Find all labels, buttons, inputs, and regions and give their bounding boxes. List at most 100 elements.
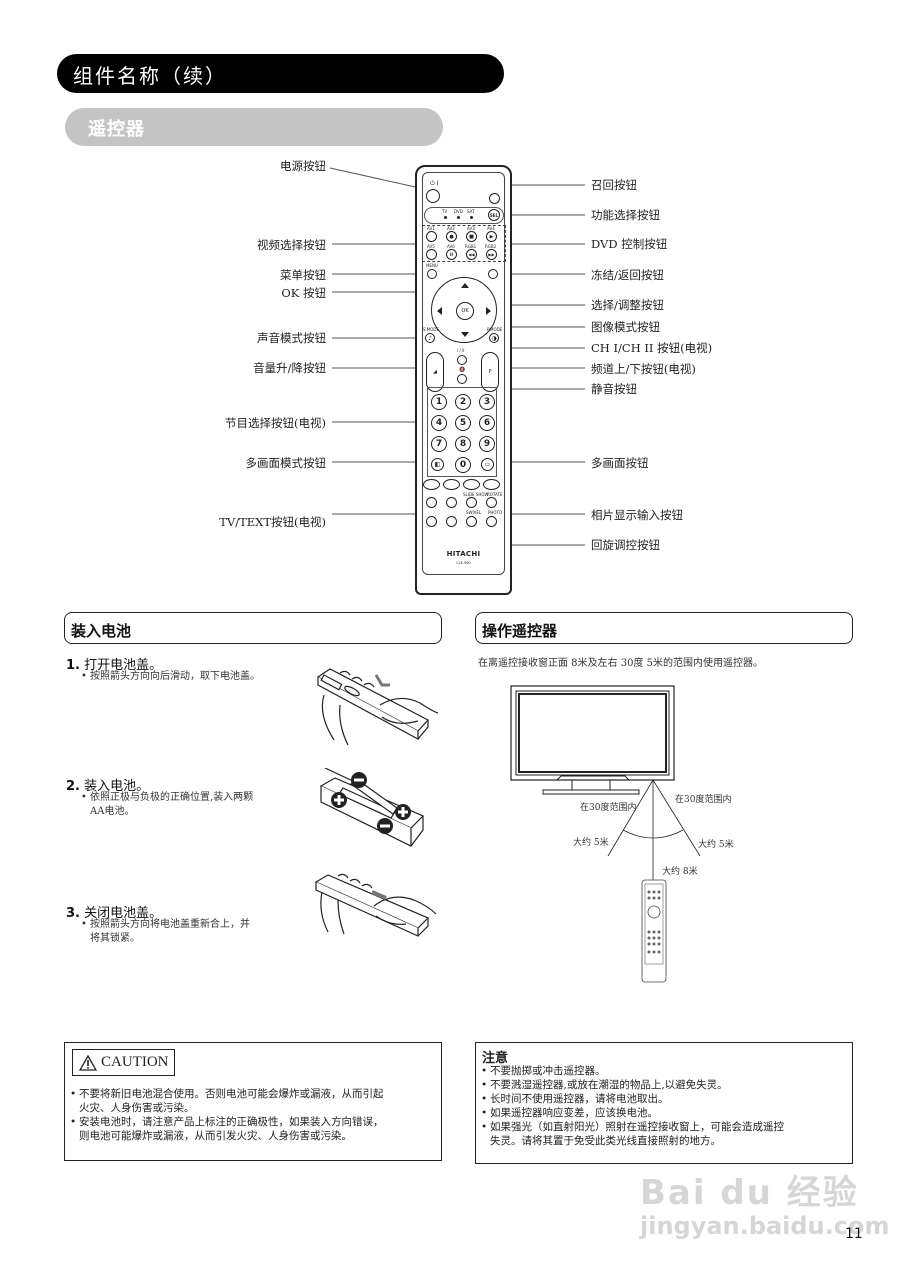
- notice-item-5-line1: •如果强光（如直射阳光）照射在遥控接收窗上，可能会造成遥控: [481, 1121, 784, 1133]
- model-number: CLE-960: [456, 561, 471, 565]
- av1-label: AV1: [427, 226, 435, 231]
- rotate-button: [486, 497, 497, 508]
- ch-label: I / II: [457, 348, 465, 353]
- rgb2-forward-button: ▶▶: [486, 249, 497, 260]
- caution-title: CAUTION: [101, 1054, 169, 1070]
- photo-button: [486, 516, 497, 527]
- page-title-bar: 组件名称（续）: [57, 54, 504, 93]
- p-mode-label: P.MODE: [487, 327, 503, 332]
- open-battery-cover-illustration: [316, 668, 439, 746]
- av6-label: AV6: [447, 244, 455, 249]
- num-1-button: 1: [431, 394, 447, 410]
- av3-stop-button: ■: [466, 231, 477, 242]
- number-pad-outline: [427, 387, 497, 477]
- arrow-left-icon: [437, 307, 442, 315]
- notice-item-2: •不要溅湿遥控器,或放在潮湿的物品上,以避免失灵。: [481, 1079, 728, 1091]
- baidu-watermark: Bai du 经验 jingyan.baidu.com: [640, 1165, 889, 1240]
- label-ch-i-ii: CH I/CH II 按钮(电视): [591, 341, 713, 355]
- sel-button: SEL: [488, 209, 500, 221]
- label-sound-mode: 声音模式按钮: [257, 331, 326, 345]
- slideshow-label: SLIDE SHOW: [463, 492, 489, 497]
- label-ok: OK 按钮: [281, 286, 326, 300]
- rgb2-label: RGB2: [485, 244, 497, 249]
- av4-label: AV4: [487, 226, 495, 231]
- brand-logo: HITACHI: [446, 550, 481, 558]
- av-group: [422, 225, 506, 262]
- color-button-1: [423, 479, 440, 490]
- sound-mode-button: ♪: [425, 333, 435, 343]
- freeze-return-button: [488, 269, 498, 279]
- page-number: 11: [845, 1226, 863, 1242]
- dvd-label: DVD: [454, 209, 463, 214]
- notice-box: 注意 •不要抛掷或冲击遥控器。 •不要溅湿遥控器,或放在潮湿的物品上,以避免失灵…: [475, 1042, 853, 1164]
- notice-title: 注意: [482, 1051, 509, 1066]
- multi-screen-mode-button: ◧: [431, 458, 444, 471]
- step-3-text-line1: 按照箭头方向将电池盖重新合上，并: [81, 918, 250, 932]
- av6-pause-button: II: [446, 249, 457, 260]
- label-function-select: 功能选择按钮: [591, 208, 660, 222]
- label-photo-input: 相片显示输入按钮: [591, 508, 683, 522]
- caution-item-1-line1: •不要将新旧电池混合使用。否则电池可能会爆炸或漏液，从而引起: [70, 1088, 384, 1100]
- caution-tag: CAUTION: [72, 1049, 175, 1076]
- rgb1-rewind-button: ◀◀: [466, 249, 477, 260]
- power-button: [426, 189, 440, 203]
- av5-button: [426, 249, 437, 260]
- remote-control-illustration: ⏻ I TV DVD SAT SEL AV1 AV2 AV3 AV4 ● ■ ▶…: [415, 165, 512, 595]
- num-2-button: 2: [455, 394, 471, 410]
- label-power: 电源按钮: [280, 159, 326, 173]
- notice-item-5-line2: 失灵。请将其置于免受此类光线直接照射的地方。: [490, 1135, 721, 1147]
- photo-label: PHOTO: [488, 510, 503, 515]
- ch-i-ii-button: [457, 355, 467, 365]
- label-dvd-control: DVD 控制按钮: [591, 237, 668, 251]
- section-title-bar: 遥控器: [65, 108, 443, 146]
- step-3-text-line2: 将其锁紧。: [90, 933, 140, 944]
- tv-label: TV: [442, 209, 448, 214]
- dpad: OK: [431, 277, 497, 343]
- section-title: 遥控器: [88, 119, 145, 140]
- close-battery-cover-illustration: [314, 873, 437, 937]
- color-button-2: [443, 479, 460, 490]
- operating-range-diagram: 在30度范围内 在30度范围内 大约 5米 大约 5米 大约 8米: [510, 685, 734, 983]
- av5-label: AV5: [427, 244, 435, 249]
- label-select-adjust: 选择/调整按钮: [591, 298, 664, 312]
- swivel-button: [466, 516, 477, 527]
- num-8-button: 8: [455, 436, 471, 452]
- menu-label: MENU: [426, 263, 438, 268]
- operate-section-title: 操作遥控器: [482, 622, 558, 640]
- arrow-up-icon: [461, 283, 469, 288]
- channel-rocker: P: [481, 352, 499, 392]
- ok-button: OK: [456, 302, 474, 320]
- label-freeze-return: 冻结/返回按钮: [591, 268, 664, 282]
- recall-button: [489, 193, 500, 204]
- label-recall: 召回按钮: [591, 178, 637, 192]
- num-9-button: 9: [479, 436, 495, 452]
- right-angle-label: 在30度范围内: [675, 793, 731, 805]
- battery-polarity-icons: [331, 772, 411, 834]
- battery-section-header: 装入电池: [64, 612, 442, 644]
- num-6-button: 6: [479, 415, 495, 431]
- color-button-4: [483, 479, 500, 490]
- label-video-select: 视频选择按钮: [257, 238, 326, 252]
- operate-description: 在离遥控接收窗正面 8米及左右 30度 5米的范围内使用遥控器。: [478, 658, 763, 669]
- text-mix-button: [446, 497, 457, 508]
- label-program-select: 节目选择按钮(电视): [225, 416, 326, 430]
- caution-box: CAUTION •不要将新旧电池混合使用。否则电池可能会爆炸或漏液，从而引起 火…: [64, 1042, 442, 1161]
- num-7-button: 7: [431, 436, 447, 452]
- hold-button: [446, 516, 457, 527]
- caution-item-1-line2: 火灾、人身伤害或污染。: [79, 1102, 195, 1114]
- operate-section-header: 操作遥控器: [475, 612, 853, 644]
- av3-label: AV3: [467, 226, 475, 231]
- tv-button: [426, 497, 437, 508]
- sat-label: SAT: [467, 209, 475, 214]
- text-button: [426, 516, 437, 527]
- watermark-url: jingyan.baidu.com: [640, 1212, 890, 1240]
- num-0-button: 0: [455, 457, 471, 473]
- step-1-text: 按照箭头方向向后滑动，取下电池盖。: [81, 670, 260, 684]
- battery-section-title: 装入电池: [71, 622, 132, 640]
- num-4-button: 4: [431, 415, 447, 431]
- left-distance-label: 大约 5米: [573, 836, 609, 848]
- rotate-label: ROTATE: [487, 492, 503, 497]
- menu-button: [427, 269, 437, 279]
- label-multi-screen-mode: 多画面模式按钮: [245, 456, 327, 470]
- num-5-button: 5: [455, 415, 471, 431]
